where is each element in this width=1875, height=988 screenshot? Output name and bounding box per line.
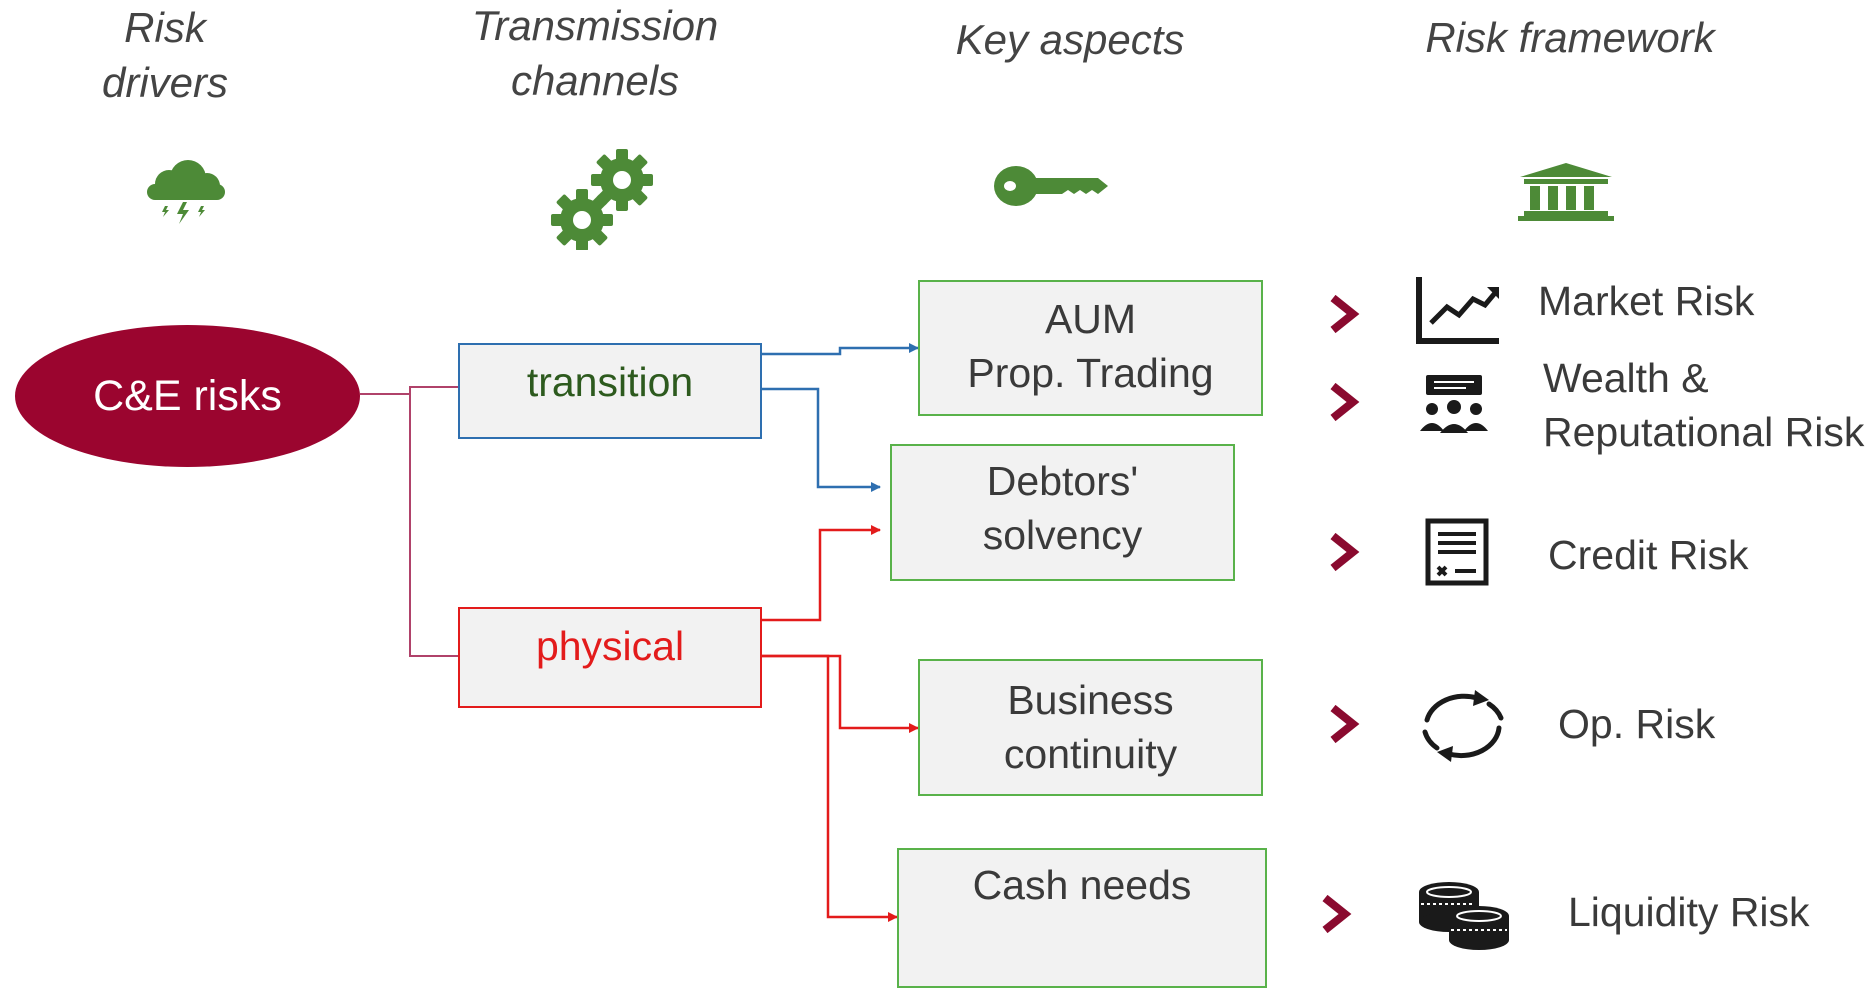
link-transition-aum: [762, 343, 919, 356]
cycle-arrows-icon: [1417, 690, 1509, 767]
chevron-icon: [1322, 894, 1352, 934]
source-label: C&E risks: [93, 371, 282, 420]
link-source-physical: [409, 394, 458, 657]
aspect-cash-label: Cash needs: [972, 862, 1192, 908]
channel-transition: transition: [458, 343, 762, 439]
aspect-debtors-solvency: Debtors' solvency: [890, 444, 1235, 581]
risk-market-label: Market Risk: [1538, 278, 1755, 324]
risk-op-label: Op. Risk: [1558, 701, 1716, 747]
header-risk-drivers: Risk drivers: [101, 4, 229, 106]
storm-cloud-icon: [143, 158, 229, 231]
channel-physical-label: physical: [535, 623, 685, 669]
link-source-transition: [360, 386, 458, 395]
risk-wealth-reputational-label: Wealth & Reputational Risk: [1543, 355, 1865, 455]
aspect-aum-label: AUM Prop. Trading: [967, 296, 1214, 396]
aspect-debtors-label: Debtors' solvency: [982, 458, 1143, 558]
aspect-aum-prop-trading: AUM Prop. Trading: [918, 280, 1263, 416]
channel-physical: physical: [458, 607, 762, 708]
chevron-icon: [1330, 704, 1360, 744]
key-icon: [994, 164, 1110, 213]
risk-credit-label: Credit Risk: [1548, 532, 1749, 578]
chevron-icon: [1330, 382, 1360, 422]
risk-liquidity-label: Liquidity Risk: [1568, 889, 1810, 935]
header-key-aspects: Key aspects: [955, 16, 1185, 63]
gears-icon: [550, 148, 655, 255]
coins-icon: [1417, 880, 1513, 955]
document-icon: [1425, 518, 1489, 591]
header-transmission-channels: Transmission channels: [471, 2, 719, 104]
link-physical-cash: [762, 654, 898, 922]
people-sign-icon: [1418, 375, 1490, 440]
aspect-cash-needs: Cash needs: [897, 848, 1267, 988]
aspect-business-continuity: Business continuity: [918, 659, 1263, 796]
link-transition-debtors: [762, 387, 881, 492]
source-node-ce-risks: C&E risks: [15, 325, 360, 467]
bank-building-icon: [1518, 163, 1614, 226]
channel-transition-label: transition: [526, 359, 694, 405]
chevron-icon: [1330, 294, 1360, 334]
chevron-icon: [1330, 532, 1360, 572]
aspect-business-label: Business continuity: [1003, 677, 1178, 777]
line-chart-icon: [1415, 277, 1501, 350]
link-physical-debtors: [762, 525, 881, 622]
header-risk-framework: Risk framework: [1425, 14, 1715, 61]
